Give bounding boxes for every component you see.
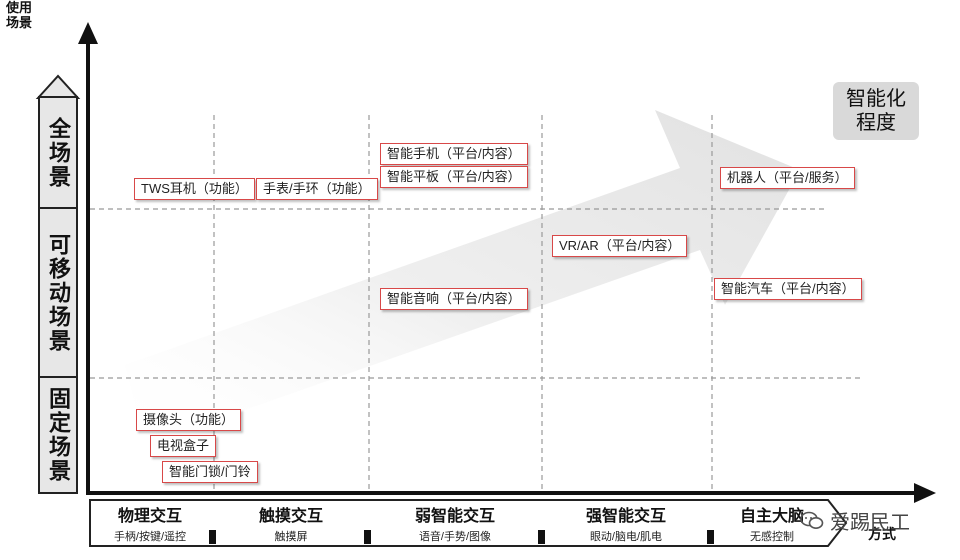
trend-label-box: 智能化程度	[833, 82, 919, 140]
y-axis-arrowhead	[78, 22, 98, 44]
horizontal-gridlines	[90, 208, 862, 379]
tag-tablet: 智能平板（平台/内容）	[380, 166, 528, 188]
tag-tv-box: 电视盒子	[150, 435, 217, 457]
wechat-icon	[800, 511, 824, 529]
tag-camera: 摄像头（功能）	[136, 409, 242, 431]
x-band-outline	[89, 499, 848, 547]
x-band-autonomous: 自主大脑 无感控制	[739, 508, 804, 543]
x-band-dividers	[209, 530, 714, 544]
y-band-top-pointer	[35, 74, 81, 99]
trend-label: 智能化程度	[846, 88, 906, 134]
y-band-mobile-scenes: 可移动场景	[38, 207, 78, 378]
x-band-weak-ai: 弱智能交互 语音/手势/图像	[414, 508, 495, 543]
y-band-all-scenes: 全场景	[38, 96, 78, 209]
tag-watch-band: 手表/手环（功能）	[256, 178, 378, 200]
watermark-text: 爱踢民工	[830, 512, 910, 534]
tag-smart-car: 智能汽车（平台/内容）	[714, 278, 862, 300]
tag-vr-ar: VR/AR（平台/内容）	[552, 235, 688, 257]
tag-smartphone: 智能手机（平台/内容）	[380, 143, 528, 165]
tag-smart-speaker: 智能音响（平台/内容）	[380, 288, 528, 310]
y-axis-title: 使用 场景	[5, 0, 32, 30]
trend-arrow	[125, 110, 800, 445]
tag-robot: 机器人（平台/服务）	[720, 167, 855, 189]
watermark: 爱踢民工	[800, 506, 910, 535]
x-band-strong-ai: 强智能交互 眼动/脑电/肌电	[585, 508, 666, 543]
tag-tws-earbuds: TWS耳机（功能）	[134, 178, 255, 200]
tag-smart-lock: 智能门锁/门铃	[162, 461, 258, 483]
y-band-fixed-scenes: 固定场景	[38, 376, 78, 494]
x-band-touch: 触摸交互 触摸屏	[258, 508, 323, 543]
x-axis-arrowhead	[914, 483, 936, 503]
x-band-physical: 物理交互 手柄/按键/遥控	[113, 508, 187, 543]
x-axis-title: 方式	[868, 526, 896, 542]
